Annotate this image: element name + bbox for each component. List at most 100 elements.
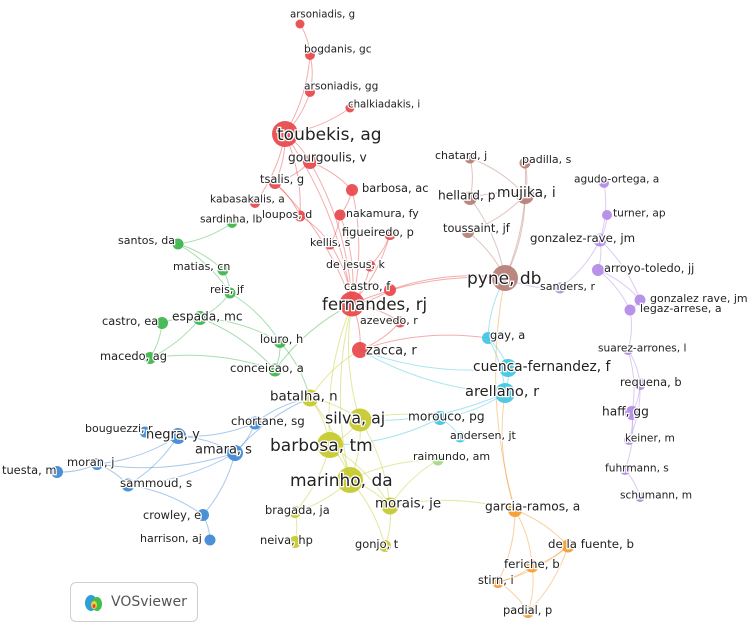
author-label: moran, j <box>67 455 114 469</box>
author-node[interactable] <box>623 345 633 355</box>
author-label: agudo-ortega, a <box>574 174 659 186</box>
author-node[interactable] <box>525 559 539 573</box>
author-label: mujika, i <box>497 185 556 201</box>
author-node[interactable] <box>463 191 477 205</box>
author-node[interactable] <box>381 497 399 515</box>
author-node[interactable] <box>193 311 207 325</box>
author-node[interactable] <box>462 226 474 238</box>
author-node[interactable] <box>635 492 645 502</box>
network-link <box>274 182 353 305</box>
author-node[interactable] <box>482 332 494 344</box>
author-node[interactable] <box>334 209 346 221</box>
author-node[interactable] <box>289 506 301 518</box>
author-node[interactable] <box>305 87 315 97</box>
author-node[interactable] <box>624 304 636 316</box>
author-node[interactable] <box>324 238 336 250</box>
author-node[interactable] <box>348 408 372 432</box>
author-node[interactable] <box>499 359 517 377</box>
author-label: harrison, aj <box>140 532 202 545</box>
author-node[interactable] <box>492 265 518 291</box>
author-node[interactable] <box>269 177 281 189</box>
author-node[interactable] <box>224 287 236 299</box>
author-node[interactable] <box>624 435 634 445</box>
author-node[interactable] <box>592 264 604 276</box>
author-node[interactable] <box>554 282 566 294</box>
author-label: fernandes, rj <box>322 295 427 314</box>
network-link <box>599 239 641 301</box>
author-node[interactable] <box>172 238 184 250</box>
author-label: fuhrmann, s <box>605 463 669 475</box>
author-label: santos, da <box>118 234 175 247</box>
author-node[interactable] <box>51 466 63 478</box>
author-node[interactable] <box>508 503 522 517</box>
author-node[interactable] <box>295 19 305 29</box>
author-node[interactable] <box>250 198 260 208</box>
author-label: matias, cn <box>173 260 230 273</box>
author-node[interactable] <box>170 428 186 444</box>
author-node[interactable] <box>625 406 639 420</box>
author-node[interactable] <box>495 383 515 403</box>
network-link <box>234 397 311 454</box>
network-link <box>127 484 204 516</box>
author-label: loupos, d <box>262 208 312 221</box>
author-node[interactable] <box>432 454 444 466</box>
author-label: bogdanis, gc <box>304 44 372 56</box>
author-node[interactable] <box>337 467 363 493</box>
network-link <box>389 499 516 511</box>
network-link <box>229 292 281 343</box>
author-node[interactable] <box>248 416 262 430</box>
author-node[interactable] <box>268 363 282 377</box>
author-label: louro, h <box>260 332 303 346</box>
author-node[interactable] <box>634 378 646 390</box>
author-node[interactable] <box>345 103 355 113</box>
author-node[interactable] <box>522 606 534 618</box>
author-node[interactable] <box>384 284 396 296</box>
author-node[interactable] <box>602 210 612 220</box>
network-link <box>359 334 489 351</box>
author-node[interactable] <box>599 178 609 188</box>
author-node[interactable] <box>379 540 391 552</box>
author-node[interactable] <box>634 294 646 306</box>
author-node[interactable] <box>274 336 286 348</box>
author-node[interactable] <box>394 316 406 328</box>
author-node[interactable] <box>561 539 575 553</box>
author-label: bouguezzi, r <box>85 422 153 435</box>
author-node[interactable] <box>519 157 531 169</box>
author-label: arroyo-toledo, jj <box>604 261 694 275</box>
author-node[interactable] <box>217 264 229 276</box>
author-node[interactable] <box>227 218 237 228</box>
author-node[interactable] <box>227 445 243 461</box>
author-node[interactable] <box>593 233 607 247</box>
author-node[interactable] <box>305 50 315 60</box>
author-node[interactable] <box>272 121 298 147</box>
author-node[interactable] <box>384 228 396 240</box>
network-link <box>127 452 236 486</box>
author-label: de jesus, k <box>326 258 385 271</box>
author-label: toussaint, jf <box>443 221 511 235</box>
author-node[interactable] <box>156 317 168 329</box>
author-node[interactable] <box>204 534 216 546</box>
author-node[interactable] <box>121 478 135 492</box>
author-label: suarez-arrones, l <box>598 343 686 355</box>
author-node[interactable] <box>139 426 151 438</box>
author-node[interactable] <box>346 184 358 196</box>
author-node[interactable] <box>492 576 504 588</box>
author-node[interactable] <box>301 389 319 407</box>
author-node[interactable] <box>289 536 301 548</box>
author-node[interactable] <box>352 342 368 358</box>
author-node[interactable] <box>144 352 156 364</box>
author-node[interactable] <box>620 465 630 475</box>
author-node[interactable] <box>294 210 306 222</box>
author-node[interactable] <box>364 260 376 272</box>
author-node[interactable] <box>317 432 343 458</box>
author-node[interactable] <box>303 155 317 169</box>
author-node[interactable] <box>433 411 447 425</box>
author-node[interactable] <box>91 458 103 470</box>
author-node[interactable] <box>339 291 365 317</box>
author-node[interactable] <box>464 152 476 164</box>
author-node[interactable] <box>454 431 466 443</box>
author-label: arellano, r <box>465 383 539 400</box>
author-node[interactable] <box>516 186 534 204</box>
author-node[interactable] <box>197 509 209 521</box>
